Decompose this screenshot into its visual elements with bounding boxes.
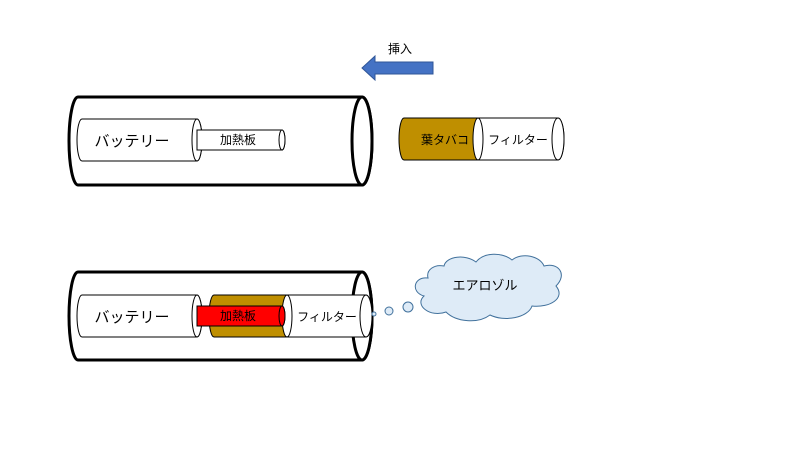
bottom-battery-label: バッテリー xyxy=(94,308,169,326)
stick-tobacco xyxy=(398,117,479,161)
bottom-device: バッテリー フィルター 加熱板 xyxy=(67,270,374,362)
top-battery-label: バッテリー xyxy=(94,132,169,150)
stick-tobacco-label: 葉タバコ xyxy=(421,133,469,147)
top-device-opening xyxy=(350,95,374,187)
insert-arrow-group: 挿入 xyxy=(361,42,434,82)
aerosol-cloud-group: エアロゾル xyxy=(371,253,562,322)
bottom-filter-label: フィルター xyxy=(297,310,357,324)
top-heater-end xyxy=(278,129,286,151)
stick-filter-label: フィルター xyxy=(488,133,548,147)
top-device: バッテリー 加熱板 xyxy=(67,95,374,187)
stick-filter-end xyxy=(551,117,565,161)
insert-arrow xyxy=(361,54,434,82)
aerosol-bubble-medium xyxy=(384,306,394,316)
tobacco-stick: フィルター 葉タバコ xyxy=(398,117,565,161)
aerosol-bubble-small xyxy=(371,311,377,317)
aerosol-cloud xyxy=(414,253,562,322)
bottom-heater-end xyxy=(278,305,286,327)
aerosol-label: エアロゾル xyxy=(452,279,517,294)
aerosol-bubble-large xyxy=(402,301,414,313)
bottom-filter-end xyxy=(359,294,373,338)
bottom-heater-label: 加熱板 xyxy=(220,309,256,323)
top-heater-label: 加熱板 xyxy=(220,133,256,147)
stick-tobacco-edge xyxy=(472,117,484,161)
insert-label: 挿入 xyxy=(388,42,412,56)
